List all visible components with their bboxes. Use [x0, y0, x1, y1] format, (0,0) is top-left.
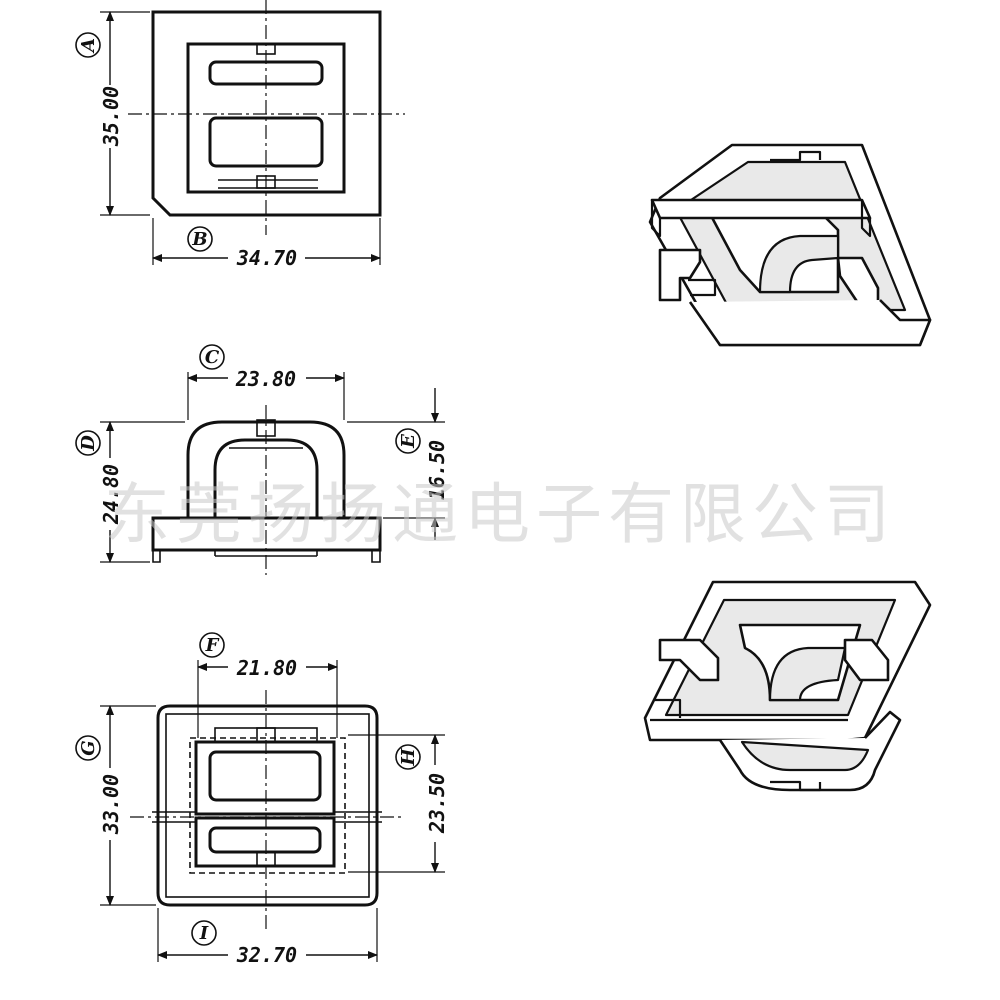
front-total-height-dimension: 24.80 [99, 464, 123, 525]
bottom-height-dimension: 33.00 [99, 774, 123, 835]
tag-e-circle [395, 428, 421, 454]
tag-g: G [78, 740, 99, 755]
watermark-text: 东莞扬扬通电子有限公司 [104, 476, 896, 553]
top-view: 35.00 A 34.70 B [75, 0, 405, 270]
tag-c: C [205, 347, 220, 368]
tag-b: B [191, 229, 207, 250]
tag-d-circle [75, 430, 101, 456]
isometric-view-top [648, 143, 932, 347]
isometric-view-bottom [643, 580, 932, 792]
tag-d: D [78, 435, 99, 452]
tag-i: I [199, 923, 209, 944]
bottom-view: 21.80 F 33.00 G 23.50 H 32.70 I [75, 632, 449, 967]
bottom-inner-height-dimension: 23.50 [425, 773, 449, 834]
front-inner-width-dimension: 23.80 [235, 367, 296, 391]
tag-f: F [205, 635, 220, 656]
tag-f-circle [199, 632, 225, 658]
bottom-inner-width-dimension: 21.80 [236, 656, 297, 680]
top-height-dimension: 35.00 [99, 86, 123, 147]
tag-g-circle [75, 735, 101, 761]
tag-e: E [398, 434, 419, 449]
tag-a: A [78, 38, 99, 54]
tag-i-circle [191, 920, 217, 946]
tag-h-circle [395, 744, 421, 770]
tag-b-circle [187, 226, 213, 252]
bottom-width-dimension: 32.70 [236, 943, 297, 967]
front-frame-height-dimension: 16.50 [425, 440, 449, 500]
front-view: 23.80 C 24.80 D 16.50 E [75, 344, 449, 575]
tag-h: H [398, 748, 419, 767]
tag-c-circle [199, 344, 225, 370]
top-width-dimension: 34.70 [236, 246, 297, 270]
tag-a-circle [75, 32, 101, 58]
